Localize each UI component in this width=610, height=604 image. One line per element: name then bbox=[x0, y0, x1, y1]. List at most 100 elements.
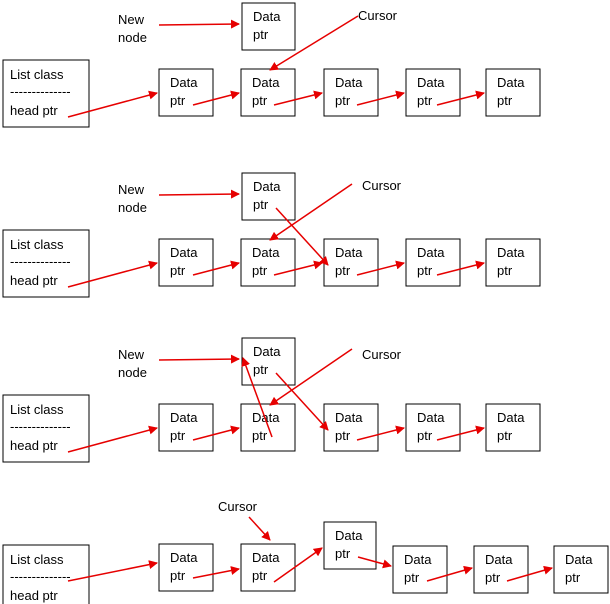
new-node-label-line1: New bbox=[118, 347, 145, 362]
next-arrow-1 bbox=[192, 425, 240, 441]
node-data-label: Data bbox=[335, 410, 363, 425]
node-ptr-label: ptr bbox=[417, 93, 433, 108]
node-ptr-label: ptr bbox=[253, 362, 269, 377]
node-ptr-label: ptr bbox=[497, 93, 513, 108]
list-class-box: List class--------------head ptr bbox=[2, 544, 90, 604]
node-data-label: Data bbox=[253, 9, 281, 24]
node-box bbox=[323, 521, 377, 570]
list-class-box: List class--------------head ptr bbox=[2, 59, 90, 128]
node-box bbox=[485, 403, 541, 452]
node-ptr-label: ptr bbox=[170, 263, 186, 278]
next-arrow-2 bbox=[273, 90, 323, 106]
node-data-label: Data bbox=[485, 552, 513, 567]
list-class-separator: -------------- bbox=[10, 569, 71, 584]
panel-step-1: List class--------------head ptr Data ptr D… bbox=[2, 2, 541, 128]
node-data-label: Data bbox=[565, 552, 593, 567]
node-ptr-label: ptr bbox=[404, 570, 420, 585]
node-box bbox=[405, 68, 461, 117]
node-box bbox=[240, 238, 296, 287]
node-ptr-label: ptr bbox=[565, 570, 581, 585]
node-box bbox=[485, 68, 541, 117]
list-node-1: Data ptr bbox=[158, 238, 214, 287]
list-class-label: List class bbox=[10, 402, 64, 417]
head-ptr-arrow bbox=[67, 90, 158, 118]
node-box bbox=[485, 238, 541, 287]
panel-step-3: List class--------------head ptrDataptrD… bbox=[2, 337, 541, 463]
new-node-next-arrow bbox=[275, 207, 329, 266]
node-data-label: Data bbox=[404, 552, 432, 567]
node-data-label: Data bbox=[252, 550, 280, 565]
new-node-label-arrow bbox=[158, 19, 240, 29]
new-node-label-line1: New bbox=[118, 12, 145, 27]
cursor-label: Cursor bbox=[358, 8, 398, 23]
cursor-arrow bbox=[248, 516, 271, 541]
node-ptr-label: ptr bbox=[170, 568, 186, 583]
list-class-box: List class--------------head ptr bbox=[2, 394, 90, 463]
list-node-6: Data ptr bbox=[553, 545, 609, 594]
list-class-label: List class bbox=[10, 67, 64, 82]
node-box bbox=[241, 2, 296, 51]
node-data-label: Data bbox=[252, 75, 280, 90]
node-box bbox=[158, 68, 214, 117]
list-class-label: List class bbox=[10, 552, 64, 567]
panel-step-4: List class--------------head ptrDataptrD… bbox=[2, 499, 609, 604]
node-box bbox=[553, 545, 609, 594]
list-node-3: Data ptr bbox=[323, 68, 379, 117]
cursor-arrow bbox=[269, 15, 359, 71]
new-node-label-line2: node bbox=[118, 365, 147, 380]
head-ptr-arrow bbox=[67, 560, 158, 582]
list-node-4: Data ptr bbox=[392, 545, 448, 594]
head-ptr-label: head ptr bbox=[10, 438, 58, 453]
node-data-label: Data bbox=[335, 75, 363, 90]
node-data-label: Data bbox=[417, 245, 445, 260]
next-arrow-5 bbox=[506, 565, 553, 582]
next-arrow-4 bbox=[426, 565, 473, 582]
node-data-label: Data bbox=[335, 528, 363, 543]
cursor-label: Cursor bbox=[362, 347, 402, 362]
node-ptr-label: ptr bbox=[497, 263, 513, 278]
cursor-arrow bbox=[269, 183, 353, 241]
node-data-label: Data bbox=[170, 245, 198, 260]
node-data-label: Data bbox=[170, 75, 198, 90]
node-box bbox=[323, 403, 379, 452]
head-ptr-label: head ptr bbox=[10, 103, 58, 118]
node-ptr-label: ptr bbox=[252, 263, 268, 278]
node-box bbox=[405, 403, 461, 452]
next-arrow-3 bbox=[357, 556, 392, 569]
node-ptr-label: ptr bbox=[335, 93, 351, 108]
next-arrow-2 bbox=[273, 260, 323, 276]
node-ptr-label: ptr bbox=[497, 428, 513, 443]
new-node-label-line2: node bbox=[118, 30, 147, 45]
node-data-label: Data bbox=[170, 410, 198, 425]
node-data-label: Data bbox=[497, 245, 525, 260]
cursor-arrow bbox=[269, 348, 353, 406]
node-ptr-label: ptr bbox=[335, 546, 351, 561]
list-node-3: Data ptr bbox=[323, 521, 377, 570]
new-node: Data ptr bbox=[241, 337, 296, 386]
node-data-label: Data bbox=[253, 179, 281, 194]
head-ptr-label: head ptr bbox=[10, 273, 58, 288]
node-data-label: Data bbox=[335, 245, 363, 260]
list-node-2: Data ptr bbox=[240, 238, 296, 287]
node-data-label: Data bbox=[253, 344, 281, 359]
next-arrow-4 bbox=[436, 90, 485, 106]
next-arrow-1 bbox=[192, 90, 240, 106]
new-node-label-line2: node bbox=[118, 200, 147, 215]
head-ptr-arrow bbox=[67, 260, 158, 288]
cursor-label: Cursor bbox=[218, 499, 258, 514]
node-box bbox=[473, 545, 529, 594]
next-arrow-3 bbox=[356, 90, 405, 106]
node-ptr-label: ptr bbox=[170, 93, 186, 108]
node-box bbox=[240, 543, 296, 592]
node-ptr-label: ptr bbox=[335, 263, 351, 278]
node-data-label: Data bbox=[252, 245, 280, 260]
panel-step-2: List class--------------head ptrDataptrD… bbox=[2, 172, 541, 298]
node-data-label: Data bbox=[417, 410, 445, 425]
cursor-node-to-new-arrow bbox=[241, 357, 273, 438]
